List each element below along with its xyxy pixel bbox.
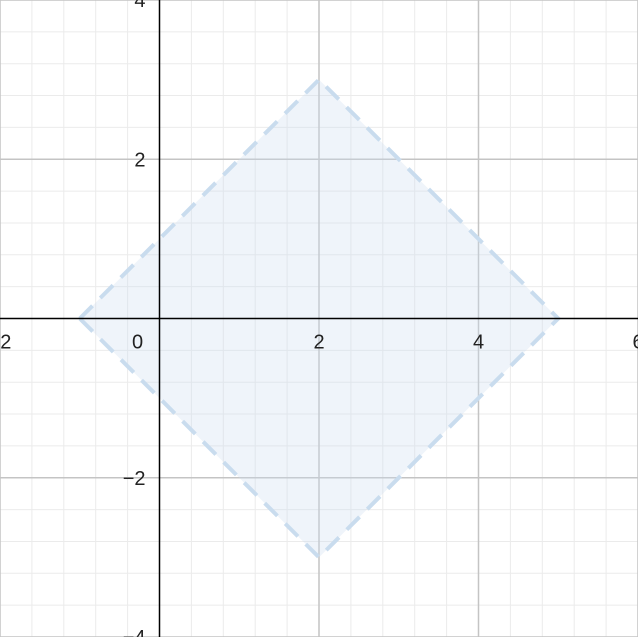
x-tick-label: −2	[0, 332, 11, 354]
x-tick-label: 4	[473, 332, 484, 354]
x-tick-label: 6	[632, 332, 638, 354]
x-tick-label: 0	[132, 332, 143, 354]
y-tick-label: −2	[123, 468, 146, 490]
y-tick-label: 2	[134, 149, 145, 171]
x-tick-label: 2	[313, 332, 324, 354]
y-tick-label: 4	[134, 0, 145, 12]
y-tick-label: −4	[123, 627, 146, 637]
